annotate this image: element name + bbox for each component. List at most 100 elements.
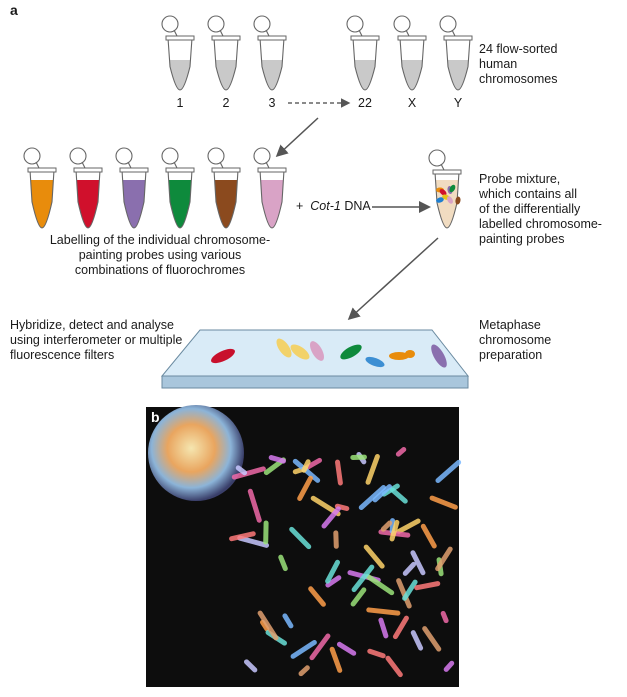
micro-chromosome bbox=[385, 655, 403, 678]
slide-chromosome bbox=[211, 348, 235, 364]
mixture-blob bbox=[449, 184, 456, 193]
dna-text: DNA bbox=[340, 199, 371, 213]
micro-chromosome bbox=[358, 484, 387, 511]
micro-chromosome bbox=[443, 660, 455, 672]
micro-chromosome bbox=[402, 579, 418, 601]
micro-chromosome bbox=[365, 573, 395, 596]
micro-chromosome bbox=[278, 554, 288, 572]
mixture-blob bbox=[439, 189, 447, 196]
micro-chromosome bbox=[414, 581, 441, 591]
micro-chromosome bbox=[350, 454, 367, 460]
slide-chromosome bbox=[340, 344, 362, 360]
micro-chromosome bbox=[396, 578, 412, 609]
glass-slide bbox=[160, 329, 470, 389]
micro-chromosome bbox=[301, 459, 311, 473]
labelled-probe-tubes bbox=[23, 147, 287, 229]
micro-chromosome bbox=[263, 520, 269, 545]
metaphase-caption: Metaphase chromosome preparation bbox=[479, 318, 552, 362]
micro-chromosome bbox=[366, 607, 401, 616]
micro-chromosome bbox=[389, 487, 408, 504]
tube-label-1: 1 bbox=[176, 96, 184, 110]
micro-chromosome bbox=[235, 465, 248, 476]
micro-chromosome bbox=[435, 546, 453, 572]
hybridize-caption: Hybridize, detect and analyse using inte… bbox=[10, 318, 183, 362]
flow-sorted-caption: 24 flow-sorted human chromosomes bbox=[479, 42, 558, 86]
micro-chromosome bbox=[298, 665, 310, 677]
slide-chromosome bbox=[431, 344, 447, 368]
plus-sign: + bbox=[296, 199, 304, 213]
cot1-italic: Cot-1 bbox=[310, 199, 341, 213]
painted-chromosomes bbox=[229, 447, 462, 678]
micro-chromosome bbox=[237, 535, 270, 548]
micro-chromosome bbox=[310, 495, 341, 517]
probe-tube-1 bbox=[69, 147, 103, 229]
micro-chromosome bbox=[325, 575, 342, 588]
micro-chromosome bbox=[380, 520, 393, 532]
panel-b-label: b bbox=[151, 409, 160, 425]
probe-tube-0 bbox=[23, 147, 57, 229]
tube-label-3: 3 bbox=[268, 96, 276, 110]
tube-label-y: Y bbox=[453, 96, 463, 110]
tube-label-22: 22 bbox=[358, 96, 372, 110]
micro-chromosome bbox=[308, 586, 326, 607]
micro-chromosome bbox=[350, 587, 367, 607]
mixture-blob bbox=[436, 197, 444, 203]
tube-label-2: 2 bbox=[222, 96, 230, 110]
grey-tube-0 bbox=[161, 15, 195, 91]
micro-chromosome bbox=[420, 523, 437, 549]
slide-chromosome bbox=[365, 356, 385, 368]
micro-chromosome bbox=[290, 639, 317, 659]
tube-label-x: X bbox=[407, 96, 417, 110]
panel-a-label: a bbox=[10, 2, 18, 18]
micro-chromosome bbox=[257, 610, 279, 641]
micro-chromosome bbox=[334, 503, 350, 512]
slide-chromosome bbox=[276, 338, 292, 358]
micro-chromosome bbox=[309, 633, 331, 661]
grey-tube-5 bbox=[439, 15, 473, 91]
micro-chromosome bbox=[247, 488, 262, 523]
slide-chromosome bbox=[310, 341, 324, 361]
micro-chromosome bbox=[351, 564, 375, 593]
micro-chromosome bbox=[389, 519, 400, 542]
micro-chromosome bbox=[335, 459, 343, 486]
micro-chromosome bbox=[410, 550, 426, 576]
micro-chromosome bbox=[378, 617, 389, 639]
micro-chromosome bbox=[429, 495, 458, 510]
micro-chromosome bbox=[243, 659, 258, 673]
probe-tube-3 bbox=[161, 147, 195, 229]
micro-chromosome bbox=[231, 466, 266, 480]
micro-chromosome bbox=[396, 518, 421, 534]
slide-chromosome bbox=[405, 350, 415, 358]
micro-chromosome bbox=[329, 646, 343, 673]
micro-chromosome bbox=[321, 506, 341, 529]
cot-dna-label: + Cot-1 DNA bbox=[296, 199, 371, 214]
micro-chromosome bbox=[229, 531, 256, 542]
micro-chromosome bbox=[363, 544, 385, 569]
micro-chromosome bbox=[282, 613, 294, 629]
mixture-blob bbox=[447, 196, 453, 204]
probe-tube-5 bbox=[253, 147, 287, 229]
micro-chromosome bbox=[410, 630, 424, 651]
interphase-nucleus bbox=[148, 405, 244, 501]
metaphase-micrograph bbox=[146, 405, 462, 687]
micro-chromosome bbox=[392, 615, 409, 640]
probe-tube-4 bbox=[207, 147, 241, 229]
micro-chromosome bbox=[268, 455, 286, 464]
flow-sorted-tubes bbox=[161, 15, 473, 91]
grey-tube-3 bbox=[346, 15, 380, 91]
micro-chromosome bbox=[336, 641, 357, 656]
slide-chromosome bbox=[389, 352, 409, 360]
grey-tube-4 bbox=[393, 15, 427, 91]
micro-chromosome bbox=[365, 453, 380, 485]
micro-chromosome bbox=[435, 459, 462, 484]
micro-chromosome bbox=[422, 626, 442, 652]
micro-chromosome bbox=[372, 484, 392, 503]
mixture-blob bbox=[455, 196, 461, 205]
probe-mixture-tube bbox=[428, 149, 462, 229]
probe-tube-2 bbox=[115, 147, 149, 229]
micro-chromosome bbox=[402, 561, 417, 576]
micro-chromosome bbox=[367, 648, 386, 659]
micro-chromosome bbox=[333, 530, 339, 549]
